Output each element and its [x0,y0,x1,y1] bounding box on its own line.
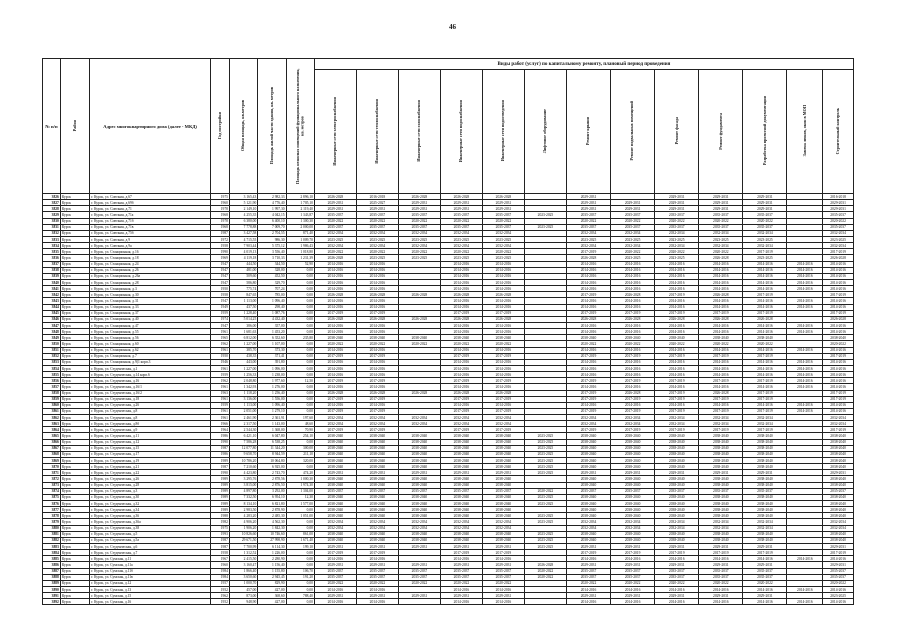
header-works-group: Виды работ (услуг) по капитальному ремон… [313,58,855,70]
address-cell: г. Курск, ул. Сумская, д.16 [89,598,212,606]
work-period-cell: 2014-2016 [654,598,700,606]
header-area-nonliving: Площадь нежилых помещений функциональног… [285,58,315,194]
header-year: Год постройки [210,58,230,194]
header-work: Ремонт фундамента [698,69,744,194]
area-nonliving-cell: 0,00 [285,598,315,606]
header-num: № п/п [42,58,61,194]
area-total-cell: 948,90 [228,598,259,606]
repair-schedule-table: № п/п Район Адрес многоквартирного дома … [42,58,855,606]
table-header: № п/п Район Адрес многоквартирного дома … [42,58,855,194]
work-period-cell: 2014-2016 [822,598,854,606]
work-period-cell: 2014-2016 [565,598,612,606]
header-district: Район [59,58,91,194]
header-work: Инженерные сети электроснабжения [313,69,357,194]
header-work: Ремонт фасада [654,69,700,194]
area-living-cell: 427,00 [257,598,287,606]
header-area-total: Общая площадь, кв.метров [228,58,259,194]
work-period-cell: 2014-2016 [439,598,483,606]
header-work: Лифтовое оборудование [523,69,567,194]
page-number: 46 [449,23,456,31]
work-period-cell: 2014-2016 [786,598,824,606]
work-period-cell: 2014-2016 [481,598,525,606]
header-work: Инженерные сети водоснабжения [439,69,483,194]
header-work: Ремонт подвальных помещений [610,69,656,194]
header-work: Инженерные сети водоотведения [481,69,525,194]
header-work: Строительный контроль [822,69,854,194]
header-work: Инженерные сети газоснабжения [397,69,441,194]
header-work: Разработка проектной документации [742,69,788,194]
header-work: Ремонт крыши [565,69,612,194]
header-address: Адрес многоквартирного дома (далее - МКД… [89,58,212,194]
header-work: Замена люков, окон в МОП [786,69,824,194]
work-period-cell: 2014-2016 [355,598,399,606]
work-period-cell [523,598,567,606]
header-area-living: Площадь жилой части здания, кв. метров [257,58,287,194]
work-period-cell: 2014-2016 [610,598,656,606]
work-period-cell [397,598,441,606]
year-cell: 1952 [210,598,230,606]
district-cell: Курск [59,598,91,606]
work-period-cell: 2014-2016 [313,598,357,606]
header-work: Инженерные сети теплоснабжения [355,69,399,194]
work-period-cell: 2014-2016 [742,598,788,606]
work-period-cell: 2014-2016 [698,598,744,606]
row-number: 3892 [42,598,61,606]
